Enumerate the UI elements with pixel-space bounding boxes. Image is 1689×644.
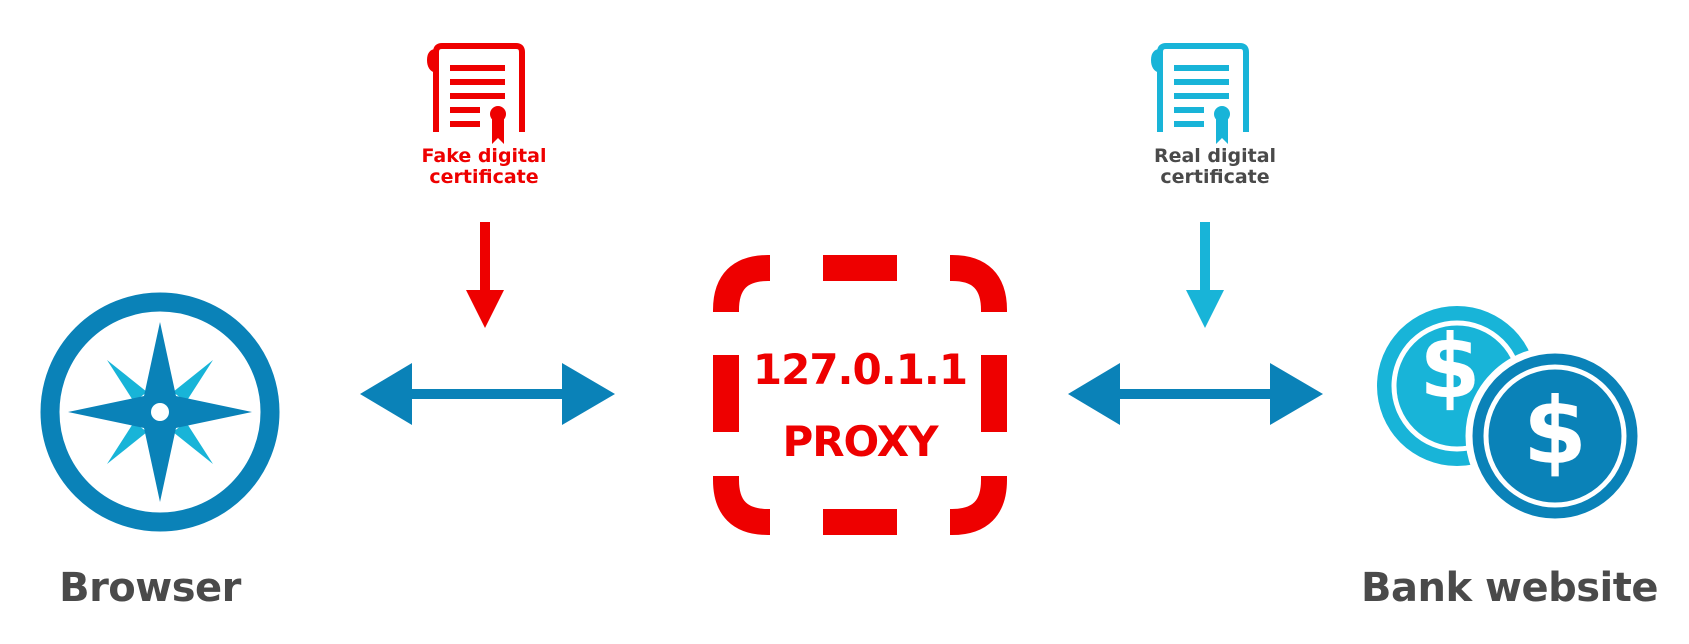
proxy-address: 127.0.1.1 [752, 345, 968, 394]
bank-website-label: Bank website [1361, 565, 1658, 611]
fake-certificate-label: Fake digital certificate [374, 145, 594, 189]
real-certificate-arrow [1186, 222, 1224, 328]
real-certificate-label-line1: Real digital [1153, 145, 1277, 167]
browser-proxy-arrow [360, 363, 615, 425]
real-certificate-label-line2: certificate [1160, 166, 1270, 189]
compass-icon [40, 292, 280, 532]
fake-certificate-arrow [466, 222, 504, 328]
browser-label: Browser [59, 565, 241, 611]
fake-certificate-icon [427, 43, 525, 144]
fake-certificate-label-line1: Fake digital [421, 145, 547, 167]
proxy-label: PROXY [782, 417, 938, 466]
fake-certificate-label-line2: certificate [429, 166, 539, 189]
front-coin-dollar-icon: $ [1522, 378, 1587, 485]
real-certificate-icon [1151, 43, 1249, 144]
real-certificate-label: Real digital certificate [1105, 145, 1325, 189]
coins-icon [1377, 306, 1645, 526]
proxy-bank-arrow [1068, 363, 1323, 425]
proxy-dashed-frame-icon [713, 255, 1007, 535]
back-coin-dollar-icon: $ [1419, 315, 1481, 418]
